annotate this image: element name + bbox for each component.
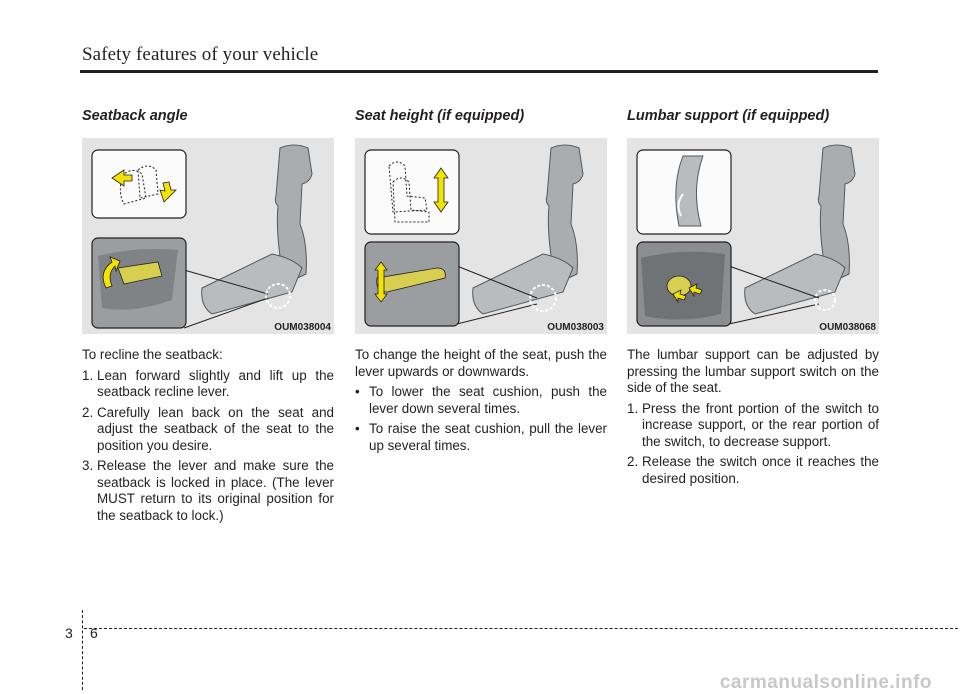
seat-illustration bbox=[636, 144, 856, 327]
list-number: 2. bbox=[627, 454, 639, 469]
footer-divider-vertical bbox=[82, 610, 83, 690]
list-number: 1. bbox=[82, 367, 94, 383]
section-body: The lumbar support can be adjusted by pr… bbox=[627, 347, 879, 487]
section-title: Seatback angle bbox=[82, 108, 188, 124]
seat-illustration bbox=[364, 144, 584, 327]
section-intro: To recline the seatback: bbox=[82, 347, 223, 362]
section-title: Lumbar support (if equipped) bbox=[627, 108, 830, 124]
list-text: To lower the seat cushion, push the leve… bbox=[369, 384, 607, 416]
list-text: Press the front portion of the switch to… bbox=[642, 400, 879, 449]
section-body: To recline the seatback: 1.Lean forward … bbox=[82, 347, 334, 524]
section-seatback-angle: Seatback angle OUM038004 To recline the … bbox=[82, 108, 334, 528]
seatback-figure: OUM038004 bbox=[82, 138, 334, 334]
page-footer: 3 6 carmanualsonline.info bbox=[0, 600, 960, 693]
list-item: 3.Release the lever and make sure the se… bbox=[82, 458, 334, 524]
figure-code: OUM038004 bbox=[274, 322, 331, 333]
list-number: 2. bbox=[82, 404, 94, 420]
section-lumbar-support: Lumbar support (if equipped) OUM038068 T… bbox=[627, 108, 879, 491]
list-text: Carefully lean back on the seat and adju… bbox=[97, 404, 334, 453]
list-text: Lean forward slightly and lift up the se… bbox=[97, 367, 334, 400]
figure-code: OUM038068 bbox=[819, 322, 876, 333]
section-intro: To change the height of the seat, push t… bbox=[355, 347, 607, 379]
section-intro: The lumbar support can be adjusted by pr… bbox=[627, 347, 879, 395]
lumbar-figure: OUM038068 bbox=[627, 138, 879, 334]
footer-divider-horizontal bbox=[84, 628, 958, 629]
list-text: To raise the seat cushion, pull the leve… bbox=[369, 421, 607, 453]
list-item: 2.Carefully lean back on the seat and ad… bbox=[82, 405, 334, 455]
list-item: 1.Lean forward slightly and lift up the … bbox=[82, 368, 334, 401]
figure-code: OUM038003 bbox=[547, 322, 604, 333]
list-text: Release the lever and make sure the seat… bbox=[97, 458, 334, 523]
section-title: Seat height (if equipped) bbox=[355, 108, 525, 124]
page-header-title: Safety features of your vehicle bbox=[82, 44, 319, 65]
header-rule bbox=[80, 70, 878, 73]
list-item: • To lower the seat cushion, push the lev… bbox=[355, 384, 607, 417]
list-item: • To raise the seat cushion, pull the lev… bbox=[355, 421, 607, 454]
section-body: To change the height of the seat, push t… bbox=[355, 347, 607, 454]
list-number: 3. bbox=[82, 458, 94, 473]
list-item: 2.Release the switch once it reaches the… bbox=[627, 454, 879, 487]
list-number: 1. bbox=[627, 400, 639, 416]
page-number: 6 bbox=[90, 625, 98, 641]
list-text: Release the switch once it reaches the d… bbox=[642, 454, 879, 486]
seat-illustration bbox=[91, 144, 313, 329]
seat-height-figure: OUM038003 bbox=[355, 138, 607, 334]
list-item: 1.Press the front portion of the switch … bbox=[627, 401, 879, 451]
bullet: • bbox=[355, 421, 360, 436]
bullet: • bbox=[355, 384, 360, 399]
chapter-number: 3 bbox=[65, 625, 73, 641]
section-seat-height: Seat height (if equipped) OUM038003 To c… bbox=[355, 108, 607, 458]
watermark-text: carmanualsonline.info bbox=[719, 672, 932, 693]
